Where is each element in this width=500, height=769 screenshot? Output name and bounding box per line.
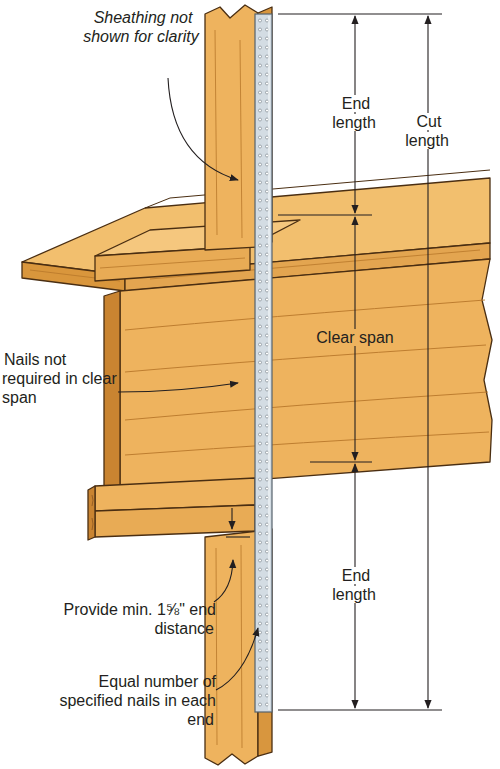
end-distance-arrow bbox=[231, 508, 232, 529]
leader-lines bbox=[118, 78, 258, 690]
back-edge bbox=[145, 170, 490, 208]
extension-line bbox=[310, 461, 372, 462]
note-label: Equal number of specified nails in each … bbox=[36, 672, 216, 729]
strap-highlight bbox=[268, 16, 269, 710]
top-plate-end bbox=[88, 486, 95, 540]
dimension-label: End length bbox=[318, 94, 392, 132]
extension-line bbox=[278, 13, 442, 14]
grain bbox=[216, 545, 242, 748]
lower-stud-front bbox=[205, 531, 258, 765]
upper-stud-front bbox=[205, 5, 258, 250]
dimension-label: End length bbox=[318, 566, 392, 604]
leader-line bbox=[168, 78, 238, 180]
dimension-label: Cut length bbox=[393, 112, 463, 150]
dimension-label: Clear span bbox=[306, 328, 404, 347]
leader-line bbox=[214, 560, 233, 602]
end-distance-tick bbox=[226, 536, 250, 537]
strap-body bbox=[255, 14, 272, 712]
extension-line bbox=[278, 709, 442, 710]
extension-line bbox=[278, 214, 372, 215]
note-label: Nails not required in clear span bbox=[2, 350, 118, 407]
note-label: Provide min. 1⅝" end distance bbox=[36, 600, 216, 638]
strap-tie bbox=[255, 14, 272, 712]
grain bbox=[100, 258, 245, 268]
strap-holes bbox=[255, 16, 272, 710]
leader-line bbox=[118, 383, 238, 392]
rim-joist-end bbox=[104, 291, 120, 494]
sole-plate-front bbox=[95, 246, 250, 281]
end-grain bbox=[92, 495, 93, 530]
grain bbox=[215, 30, 242, 238]
note-label: Sheathing not shown for clarity bbox=[78, 8, 206, 46]
rim-joist-front bbox=[120, 259, 492, 490]
grain bbox=[125, 300, 489, 455]
top-plate-lower bbox=[95, 505, 255, 537]
leader-line bbox=[216, 628, 258, 690]
